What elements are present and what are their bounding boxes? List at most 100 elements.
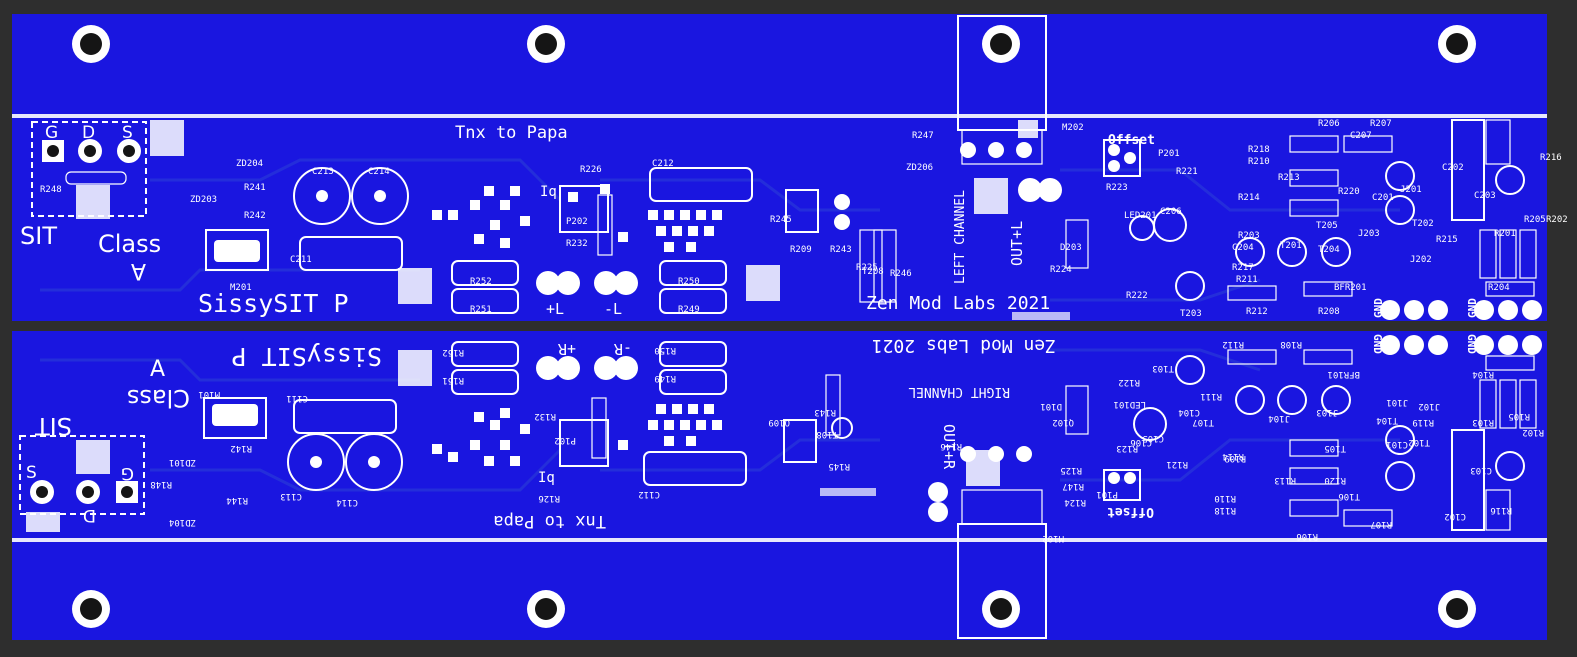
designator-label: J203 [1358,229,1380,239]
top-brand: Zen Mod Labs 2021 [866,293,1050,314]
designator-label: T108 [816,429,838,439]
designator-label: Q109 [768,417,790,427]
designator-label: R225 [856,263,878,273]
designator-label: P202 [566,217,588,227]
designator-label: R204 [1488,283,1510,293]
top-gnd1: GND [1372,298,1385,318]
right-channel-section [19,335,1542,532]
top-class-letter: A [131,258,146,283]
designator-label: C207 [1350,131,1372,141]
designator-label: R252 [470,277,492,287]
top-iq: Iq [540,184,557,200]
bottom-class-word: Class [127,384,190,412]
designator-label: R124 [1064,497,1086,507]
designator-label: R251 [470,305,492,315]
bottom-offset: Offset [1107,504,1154,519]
designator-label: R220 [1338,187,1360,197]
designator-label: R247 [912,131,934,141]
board-split-gap [12,321,1547,331]
designator-label: R151 [442,375,464,385]
designator-label: LED101 [1113,399,1146,409]
designator-label: R218 [1248,145,1270,155]
designator-label: ZD206 [906,163,933,173]
designator-label: R210 [1248,157,1270,167]
designator-label: BFR201 [1334,283,1367,293]
bottom-designator-layer: R148R144R142ZD101ZD104C113C114C111M101R1… [150,339,1544,543]
designator-label: T106 [1338,491,1360,501]
designator-label: R248 [40,185,62,195]
designator-label: R112 [1222,339,1244,349]
top-minus-rail: -L [604,300,622,318]
top-product: SissySIT P [198,289,349,318]
designator-label: C211 [290,255,312,265]
designator-label: R217 [1232,263,1254,273]
designator-label: C213 [312,167,334,177]
designator-label: T203 [1180,309,1202,319]
bottom-pin-s: S [26,463,37,483]
bottom-out: OUT+R [940,424,958,470]
designator-label: T205 [1316,221,1338,231]
designator-label: C106 [1130,437,1152,447]
mount-holes-bottom [72,590,1476,628]
designator-label: R146 [940,441,962,451]
designator-label: J103 [1316,407,1338,417]
designator-label: LED201 [1124,211,1157,221]
bottom-pin-g: G [121,463,134,483]
designator-label: R205 [1524,215,1546,225]
designator-label: R121 [1166,459,1188,469]
designator-label: R148 [150,479,172,489]
designator-label: R203 [1238,231,1260,241]
top-out: OUT+L [1008,221,1026,266]
designator-label: D101 [1040,401,1062,411]
designator-label: T201 [1280,241,1302,251]
bottom-sit: SIT [35,412,72,440]
designator-label: R102 [1522,427,1544,437]
designator-label: R147 [1062,481,1084,491]
designator-label: R222 [1126,291,1148,301]
designator-label: R242 [244,211,266,221]
designator-label: M101 [198,389,220,399]
sit-outline-bottom [19,435,145,515]
designator-label: R107 [1370,519,1392,529]
designator-label: R216 [1540,153,1562,163]
bottom-iq: Iq [538,470,555,486]
bottom-pin-d: D [83,505,96,525]
designator-label: P201 [1158,149,1180,159]
designator-label: R249 [678,305,700,315]
designator-label: C104 [1178,407,1200,417]
bottom-channel: RIGHT CHANNEL [908,384,1010,399]
designator-label: R123 [1116,443,1138,453]
designator-label: R120 [1324,475,1346,485]
designator-label: Q102 [1052,417,1074,427]
designator-label: R201 [1494,229,1516,239]
designator-label: R241 [244,183,266,193]
designator-label: C201 [1372,193,1394,203]
designator-label: R142 [230,443,252,453]
designator-label: R106 [1296,531,1318,541]
bottom-class-letter: A [150,357,165,382]
designator-label: R104 [1472,369,1494,379]
designator-label: R132 [534,411,556,421]
designator-label: R221 [1176,167,1198,177]
mount-tab-top-gap [12,114,1547,118]
designator-label: T102 [1408,437,1430,447]
designator-label: T208 [862,267,884,277]
designator-label: R211 [1236,275,1258,285]
designator-label: R149 [654,373,676,383]
designator-label: ZD101 [169,457,196,467]
bottom-minus-rail: -R [613,340,632,358]
bottom-gnd1: GND [1371,334,1384,354]
copper-traces [40,158,1400,492]
designator-label: R145 [828,461,850,471]
bottom-product: SissySIT P [231,342,382,371]
designator-label: T105 [1324,443,1346,453]
designator-label: BFR101 [1327,369,1360,379]
designator-label: P101 [1096,489,1118,499]
designator-label: C204 [1232,243,1254,253]
designator-label: R150 [654,345,676,355]
designator-label: R114 [1222,451,1244,461]
designator-label: C112 [638,489,660,499]
top-class-word: Class [98,230,161,258]
designator-label: J101 [1386,397,1408,407]
